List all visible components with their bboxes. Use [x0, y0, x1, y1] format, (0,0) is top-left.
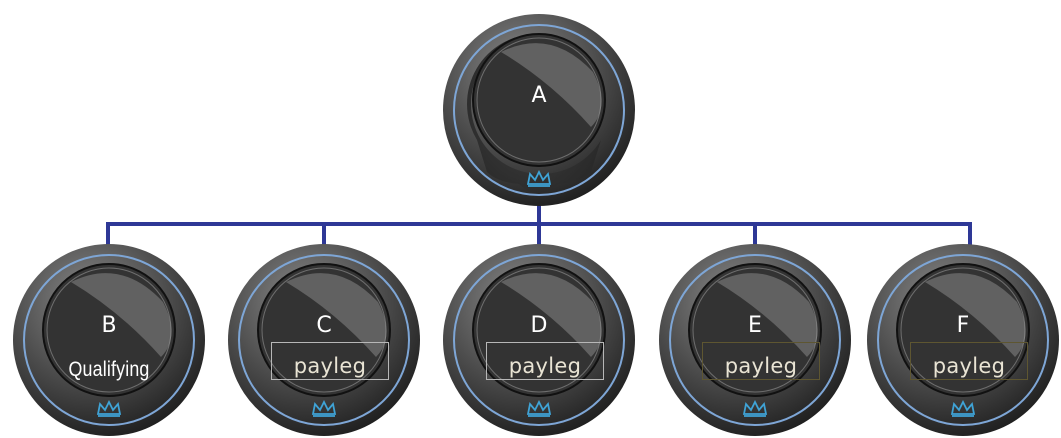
- node-c-label: C: [316, 313, 332, 338]
- node-f-textbox: payleg: [910, 342, 1028, 380]
- node-b-sublabel: Qualifying: [68, 358, 150, 381]
- node-c-box-text: payleg: [293, 354, 367, 378]
- crown-icon: [950, 400, 976, 417]
- crown-icon: [526, 400, 552, 417]
- crown-icon: [96, 400, 122, 417]
- node-e-box-text: payleg: [724, 354, 798, 378]
- badge-icon: [659, 244, 851, 436]
- badge-icon: [443, 244, 635, 436]
- node-d-textbox: payleg: [486, 342, 604, 380]
- badge-icon: [443, 14, 635, 206]
- badge-icon: [13, 244, 205, 436]
- node-e-label: E: [748, 313, 762, 338]
- badge-icon: [228, 244, 420, 436]
- node-e-textbox: payleg: [702, 342, 820, 380]
- node-e: E payleg: [657, 242, 853, 438]
- crown-icon: [311, 400, 337, 417]
- crown-icon: [526, 170, 552, 187]
- node-b: B Qualifying: [11, 242, 207, 438]
- badge-icon: [867, 244, 1059, 436]
- node-f: F payleg: [865, 242, 1061, 438]
- crown-icon: [742, 400, 768, 417]
- node-a-label: A: [531, 83, 547, 108]
- node-d-label: D: [530, 313, 548, 338]
- node-d-box-text: payleg: [508, 354, 582, 378]
- node-f-label: F: [956, 313, 970, 338]
- node-d: D payleg: [441, 242, 637, 438]
- node-b-label: B: [101, 313, 117, 338]
- node-c: C payleg: [226, 242, 422, 438]
- node-a: A: [441, 12, 637, 208]
- node-f-box-text: payleg: [932, 354, 1006, 378]
- node-c-textbox: payleg: [271, 342, 389, 380]
